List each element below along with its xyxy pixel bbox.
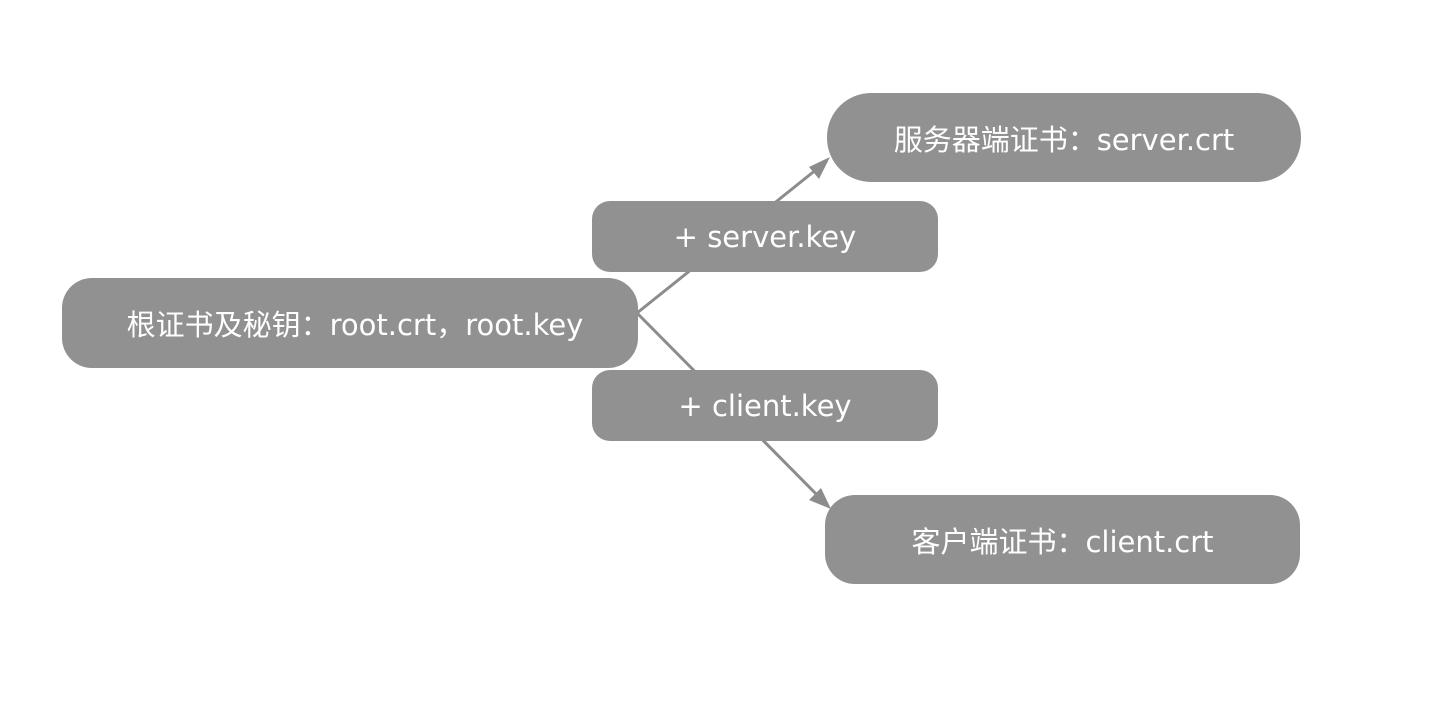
server-key-node: + server.key <box>592 201 938 272</box>
root-cert-label: 根证书及秘钥：root.crt，root.key <box>126 308 584 342</box>
root-cert-node: 根证书及秘钥：root.crt，root.key <box>62 278 638 368</box>
client-key-node: + client.key <box>592 370 938 441</box>
server-cert-node: 服务器端证书：server.crt <box>827 93 1301 182</box>
client-key-label: + client.key <box>678 388 852 423</box>
arrowhead-server-crt <box>809 157 830 179</box>
arrowhead-client-crt <box>809 488 831 509</box>
server-cert-label: 服务器端证书：server.crt <box>893 122 1235 157</box>
server-key-label: + server.key <box>673 219 857 254</box>
client-cert-label: 客户端证书：client.crt <box>911 524 1214 559</box>
client-cert-node: 客户端证书：client.crt <box>825 495 1300 584</box>
